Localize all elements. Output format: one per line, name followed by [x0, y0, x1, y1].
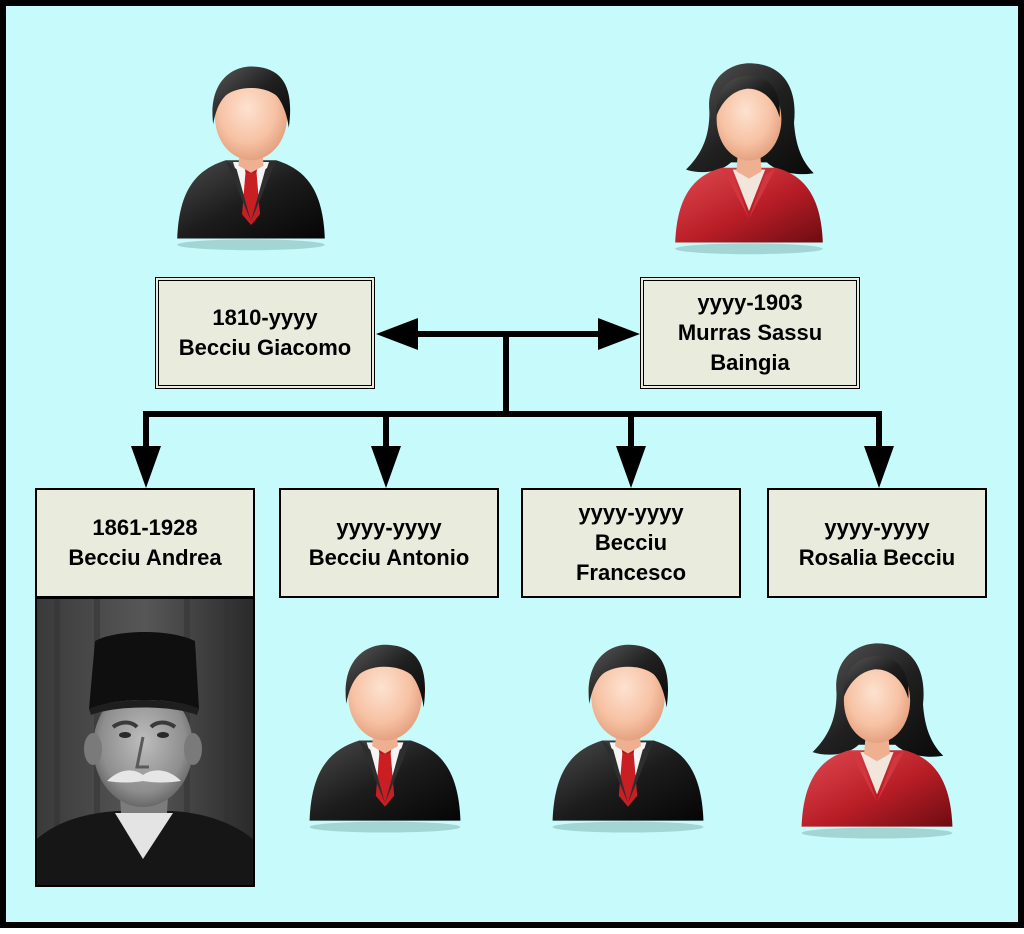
arrow-to-child-1 — [131, 446, 161, 488]
female-avatar-icon — [801, 643, 953, 839]
person-name: Becciu Giacomo — [178, 335, 352, 360]
male-avatar-icon — [552, 644, 704, 833]
person-dates: yyyy-yyyy — [578, 500, 684, 525]
person-dates: yyyy-yyyy — [336, 515, 442, 540]
person-box-father[interactable]: 1810-yyyy Becciu Giacomo — [155, 277, 375, 389]
person-dates: yyyy-yyyy — [824, 515, 930, 540]
male-avatar-icon — [309, 644, 461, 833]
arrow-to-mother — [598, 318, 640, 350]
person-box-child-1[interactable]: 1861-1928 Becciu Andrea — [35, 488, 255, 598]
arrow-to-child-3 — [616, 446, 646, 488]
person-name: Francesco — [575, 560, 687, 585]
person-dates: 1861-1928 — [92, 515, 198, 540]
male-avatar-icon — [177, 66, 325, 251]
portrait-image — [37, 599, 253, 885]
portrait-photo — [35, 597, 255, 887]
arrow-to-child-4 — [864, 446, 894, 488]
person-dates: 1810-yyyy — [212, 305, 318, 330]
arrow-to-child-2 — [371, 446, 401, 488]
person-box-child-2[interactable]: yyyy-yyyy Becciu Antonio — [279, 488, 499, 598]
person-name: Becciu Antonio — [308, 545, 470, 570]
person-box-child-4[interactable]: yyyy-yyyy Rosalia Becciu — [767, 488, 987, 598]
person-box-child-3[interactable]: yyyy-yyyy Becciu Francesco — [521, 488, 741, 598]
person-name: Becciu — [594, 530, 668, 555]
person-name: Becciu Andrea — [68, 545, 222, 570]
female-avatar-icon — [675, 63, 823, 255]
person-dates: yyyy-1903 — [697, 290, 803, 315]
person-box-mother[interactable]: yyyy-1903 Murras Sassu Baingia — [640, 277, 860, 389]
arrow-to-father — [376, 318, 418, 350]
connector-lines — [131, 318, 894, 488]
person-name: Murras Sassu — [677, 320, 823, 345]
person-name: Baingia — [710, 350, 790, 375]
person-name: Rosalia Becciu — [798, 545, 956, 570]
